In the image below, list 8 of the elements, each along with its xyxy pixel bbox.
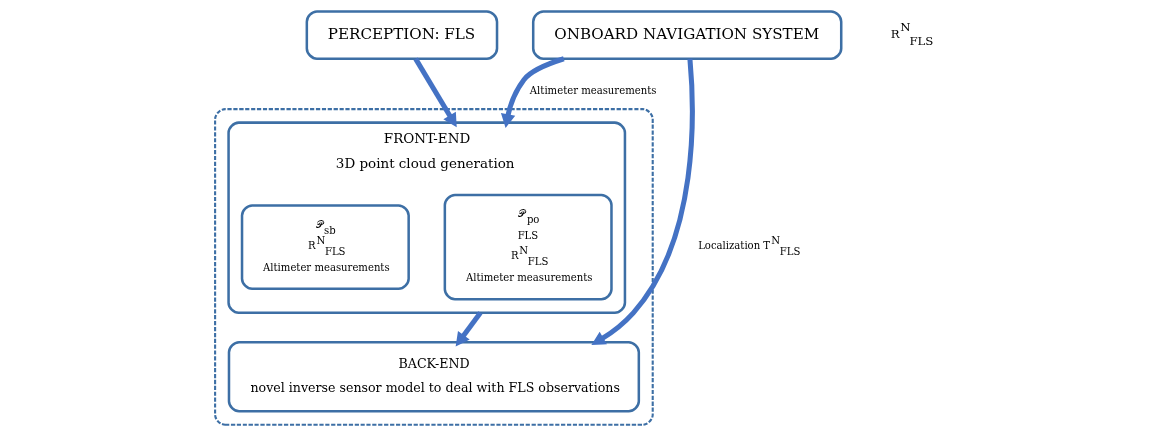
arrow [590, 58, 695, 345]
arrow [455, 311, 482, 347]
arrow [500, 56, 565, 128]
edge-label: Altimeter measurements [529, 85, 656, 97]
node-box: BACK-END novel inverse sensor model to deal with FLS observations [227, 341, 640, 413]
arrow [413, 57, 457, 128]
node-box: PERCEPTION: FLS [305, 10, 498, 60]
node-box: ONBOARD NAVIGATION SYSTEM [531, 10, 842, 60]
